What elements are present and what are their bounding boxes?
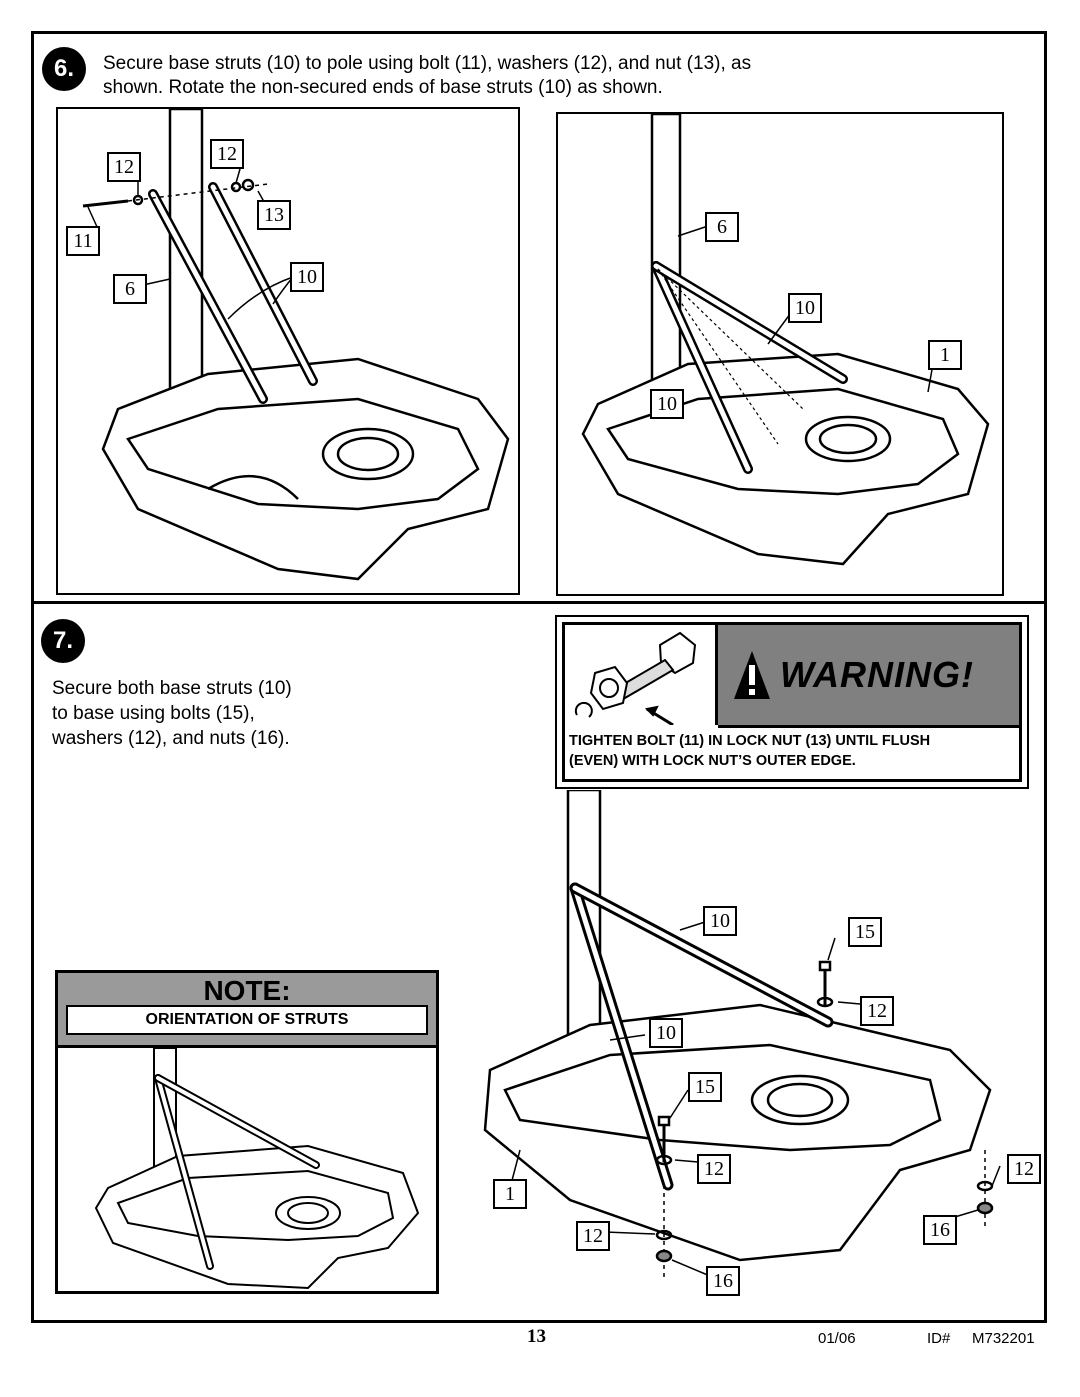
step-6-right-illustration	[556, 112, 1004, 596]
base-pole-drawing	[82, 109, 510, 581]
callout-1-base-step7: 1	[493, 1179, 527, 1209]
warning-box: WARNING! TIGHTEN BOLT (11) IN LOCK NUT (…	[555, 615, 1029, 789]
warning-banner: WARNING!	[718, 625, 1019, 728]
step-7-line2: to base using bolts (15),	[52, 703, 255, 724]
strut-bolting-drawing	[483, 788, 1001, 1280]
footer-date: 01/06	[818, 1330, 856, 1347]
callout-13-nut: 13	[257, 200, 291, 230]
callout-15-bolt-lower: 15	[688, 1072, 722, 1102]
warning-line1: TIGHTEN BOLT (11) IN LOCK NUT (13) UNTIL…	[569, 733, 931, 749]
page-number: 13	[527, 1326, 546, 1347]
struts-rotation-drawing	[581, 114, 990, 566]
footer-id-value: M732201	[972, 1330, 1035, 1347]
step-7-line1: Secure both base struts (10)	[52, 678, 292, 699]
callout-10-strut-lower-step7: 10	[649, 1018, 683, 1048]
step-7-number: 7.	[52, 627, 73, 654]
step-6-line2: shown. Rotate the non-secured ends of ba…	[103, 77, 663, 98]
callout-12-washer-right: 12	[210, 139, 244, 169]
step-6-line1: Secure base struts (10) to pole using bo…	[103, 53, 752, 74]
callout-10-struts: 10	[290, 262, 324, 292]
step-6-number: 6.	[53, 55, 74, 82]
warning-title: WARNING!	[780, 654, 974, 695]
step-7-line3: washers (12), and nuts (16).	[52, 728, 290, 749]
callout-12-washer-left: 12	[107, 152, 141, 182]
callout-10-strut-upper-step7: 10	[703, 906, 737, 936]
note-box: NOTE: ORIENTATION OF STRUTS	[55, 970, 439, 1294]
callout-15-bolt-upper: 15	[848, 917, 882, 947]
note-header: NOTE: ORIENTATION OF STRUTS	[58, 973, 436, 1048]
bolt-icon	[574, 631, 697, 727]
step-6-badge: 6.	[42, 47, 86, 91]
warning-inner: WARNING! TIGHTEN BOLT (11) IN LOCK NUT (…	[562, 622, 1022, 782]
callout-16-nut-under: 16	[706, 1266, 740, 1296]
step-7-instructions: Secure both base struts (10) to base usi…	[52, 676, 292, 751]
step-6-instructions: Secure base struts (10) to pole using bo…	[103, 52, 751, 100]
callout-12-washer-right: 12	[1007, 1154, 1041, 1184]
strut-orientation-drawing	[94, 1048, 420, 1290]
footer-id-label: ID#	[927, 1330, 951, 1347]
callout-10-strut-upper: 10	[788, 293, 822, 323]
section-divider	[31, 601, 1047, 604]
callout-12-washer-under: 12	[576, 1221, 610, 1251]
callout-16-nut-right: 16	[923, 1215, 957, 1245]
callout-12-washer-lower: 12	[697, 1154, 731, 1184]
note-subtitle: ORIENTATION OF STRUTS	[66, 1005, 428, 1035]
callout-11-bolt: 11	[66, 226, 100, 256]
warning-triangle-icon	[734, 651, 770, 699]
warning-message: TIGHTEN BOLT (11) IN LOCK NUT (13) UNTIL…	[569, 731, 1015, 771]
step-7-illustration	[470, 788, 1030, 1310]
note-title: NOTE:	[203, 975, 291, 1006]
step-6-left-illustration	[56, 107, 520, 595]
callout-1-base: 1	[928, 340, 962, 370]
warning-line2: (EVEN) WITH LOCK NUT’S OUTER EDGE.	[569, 753, 856, 769]
bolt-nut-illustration	[565, 625, 718, 727]
callout-12-washer-upper: 12	[860, 996, 894, 1026]
page-frame	[31, 31, 1047, 1323]
callout-6-pole: 6	[113, 274, 147, 304]
callout-6-pole-right: 6	[705, 212, 739, 242]
callout-10-strut-lower: 10	[650, 389, 684, 419]
step-7-badge: 7.	[41, 619, 85, 663]
